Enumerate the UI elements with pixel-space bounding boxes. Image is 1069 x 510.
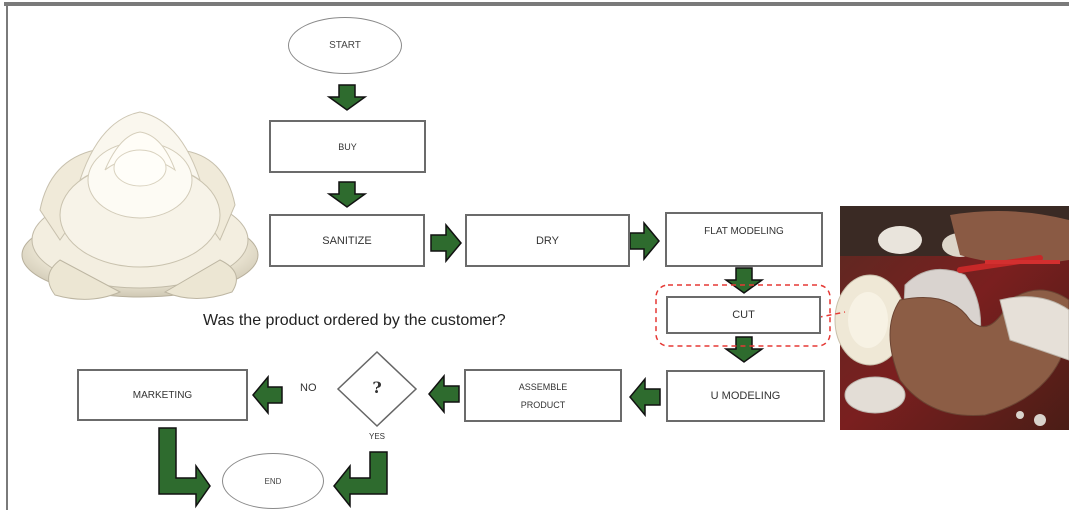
arrow-umodeling-to-assemble [629,376,661,418]
assemble-product-label-line1: ASSEMBLE [518,381,568,392]
arrow-sanitize-to-dry [430,222,462,264]
marketing-node: MARKETING [77,369,248,421]
cut-label: CUT [732,309,755,321]
arrow-assemble-to-decision [428,373,460,415]
u-modeling-node: U MODELING [666,370,825,422]
dry-node: DRY [465,214,630,267]
arrow-start-to-buy [326,84,368,111]
arrow-dry-to-flat [629,220,660,262]
question-text: Was the product ordered by the customer? [203,312,506,329]
assemble-product-node: ASSEMBLE PRODUCT [464,369,622,422]
arrow-buy-to-sanitize [326,181,368,208]
edge-label-no: NO [300,382,317,394]
arrow-flat-to-cut [723,267,765,294]
start-node: START [288,17,402,74]
flat-modeling-node: FLAT MODELING [665,212,823,267]
buy-label: BUY [338,141,357,152]
arrow-cut-to-umodeling [723,336,765,363]
cut-highlight [655,284,831,347]
end-label: END [264,476,282,486]
decision-label: ? [372,378,382,397]
sanitize-node: SANITIZE [269,214,425,267]
end-node: END [222,453,324,509]
cut-node: CUT [666,296,821,334]
edge-label-yes: YES [369,432,386,441]
arrow-marketing-to-end [158,427,211,509]
arrow-decision-to-marketing [252,374,283,416]
cut-pointer-line [799,311,846,322]
buy-node: BUY [269,120,426,173]
decision-diamond [336,350,418,428]
sanitize-label: SANITIZE [322,234,372,247]
dry-label: DRY [535,234,560,247]
flat-modeling-label: FLAT MODELING [704,226,784,237]
u-modeling-label: U MODELING [710,390,781,402]
arrow-decision-to-end [333,451,388,509]
assemble-product-label-line2: PRODUCT [520,399,566,410]
marketing-label: MARKETING [132,389,193,401]
start-label: START [329,40,361,51]
